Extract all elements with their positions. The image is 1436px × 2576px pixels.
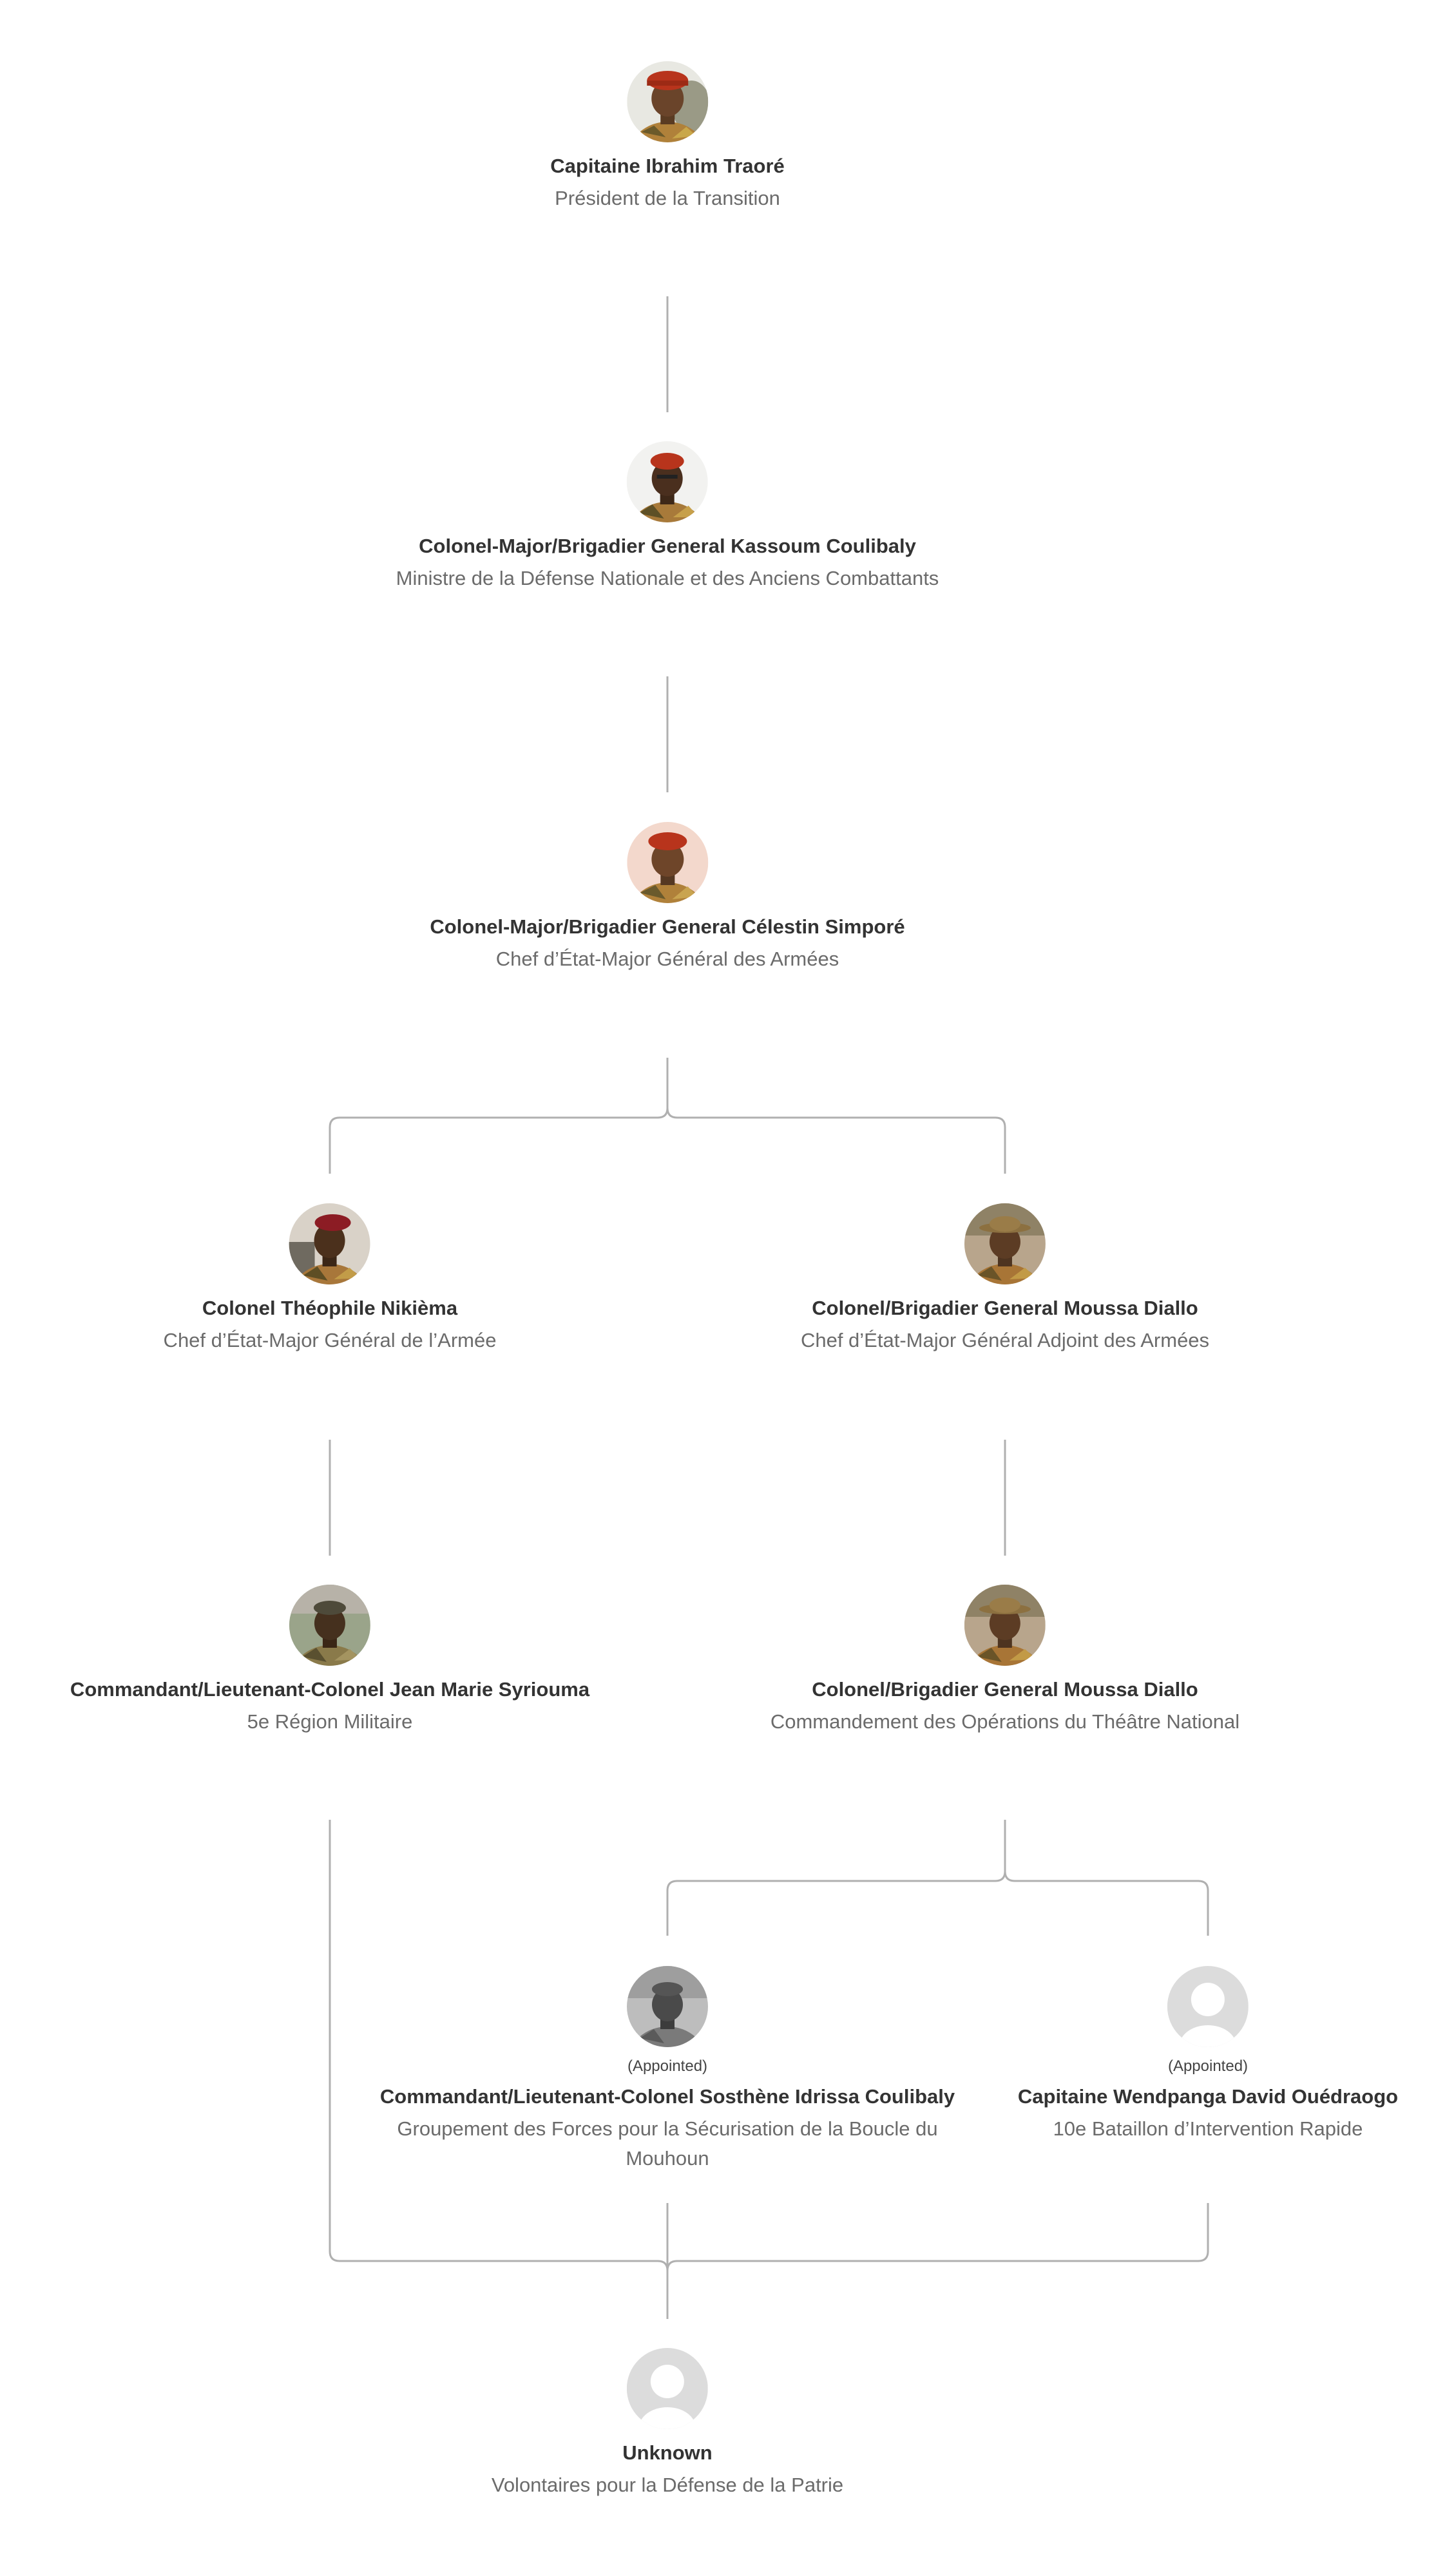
- person-name: Unknown: [622, 2441, 713, 2464]
- person-role: Volontaires pour la Défense de la Patrie: [491, 2474, 844, 2496]
- appointed-label: (Appointed): [627, 2057, 708, 2075]
- org-node-nikiema: Colonel Théophile Nikièma Chef d’État-Ma…: [163, 1203, 497, 1355]
- person-role: 5e Région Militaire: [247, 1710, 413, 1733]
- person-role: Chef d’État-Major Général de l’Armée: [163, 1329, 497, 1351]
- person-role: Ministre de la Défense Nationale et des …: [396, 567, 939, 589]
- org-node-simpore: Colonel-Major/Brigadier General Célestin…: [430, 822, 905, 974]
- placeholder-person-icon: [626, 2348, 708, 2429]
- org-node-kassoum: Colonel-Major/Brigadier General Kassoum …: [396, 441, 939, 593]
- person-photo: [626, 441, 708, 522]
- person-role: 10e Bataillon d’Intervention Rapide: [1053, 2117, 1363, 2140]
- person-name: Commandant/Lieutenant-Colonel Sosthène I…: [379, 2085, 955, 2108]
- person-name: Colonel/Brigadier General Moussa Diallo: [812, 1297, 1198, 1319]
- org-node-diallo-deputy: Colonel/Brigadier General Moussa Diallo …: [801, 1203, 1209, 1355]
- person-photo: [627, 61, 708, 142]
- org-node-diallo-theatre: Colonel/Brigadier General Moussa Diallo …: [771, 1585, 1240, 1737]
- person-name: Colonel/Brigadier General Moussa Diallo: [812, 1678, 1198, 1701]
- connector-simpore-branch: [329, 1058, 1006, 1174]
- person-name: Colonel Théophile Nikièma: [202, 1297, 458, 1319]
- org-node-sosthene: (Appointed) Commandant/Lieutenant-Colone…: [378, 1966, 957, 2173]
- appointed-label: (Appointed): [1167, 2057, 1249, 2075]
- placeholder-person-icon: [1167, 1966, 1249, 2047]
- person-name: Capitaine Wendpanga David Ouédraogo: [1017, 2085, 1399, 2108]
- person-role: Président de la Transition: [555, 187, 780, 209]
- org-node-wendpanga: (Appointed) Capitaine Wendpanga David Ou…: [1018, 1966, 1398, 2144]
- org-node-syriouma: Commandant/Lieutenant-Colonel Jean Marie…: [70, 1585, 589, 1737]
- person-role: Chef d’État-Major Général Adjoint des Ar…: [800, 1329, 1210, 1351]
- person-role: Chef d’État-Major Général des Armées: [495, 948, 839, 970]
- person-name: Commandant/Lieutenant-Colonel Jean Marie…: [70, 1678, 590, 1701]
- person-photo: [627, 822, 708, 903]
- org-node-traore: Capitaine Ibrahim Traoré Président de la…: [550, 61, 785, 213]
- person-role: Commandement des Opérations du Théâtre N…: [770, 1710, 1240, 1733]
- connector-wendpanga-unknown: [666, 2203, 1209, 2271]
- org-node-unknown: Unknown Volontaires pour la Défense de l…: [492, 2348, 843, 2500]
- person-photo: [964, 1203, 1046, 1284]
- person-role: Groupement des Forces pour la Sécurisati…: [397, 2117, 938, 2170]
- person-name: Colonel-Major/Brigadier General Célestin…: [430, 915, 905, 938]
- person-name: Capitaine Ibrahim Traoré: [550, 155, 785, 177]
- connector-diallo-branch: [666, 1820, 1209, 1936]
- person-photo: [964, 1585, 1046, 1666]
- person-photo: [289, 1585, 370, 1666]
- person-photo: [289, 1203, 370, 1284]
- person-name: Colonel-Major/Brigadier General Kassoum …: [419, 535, 916, 557]
- person-photo: [627, 1966, 708, 2047]
